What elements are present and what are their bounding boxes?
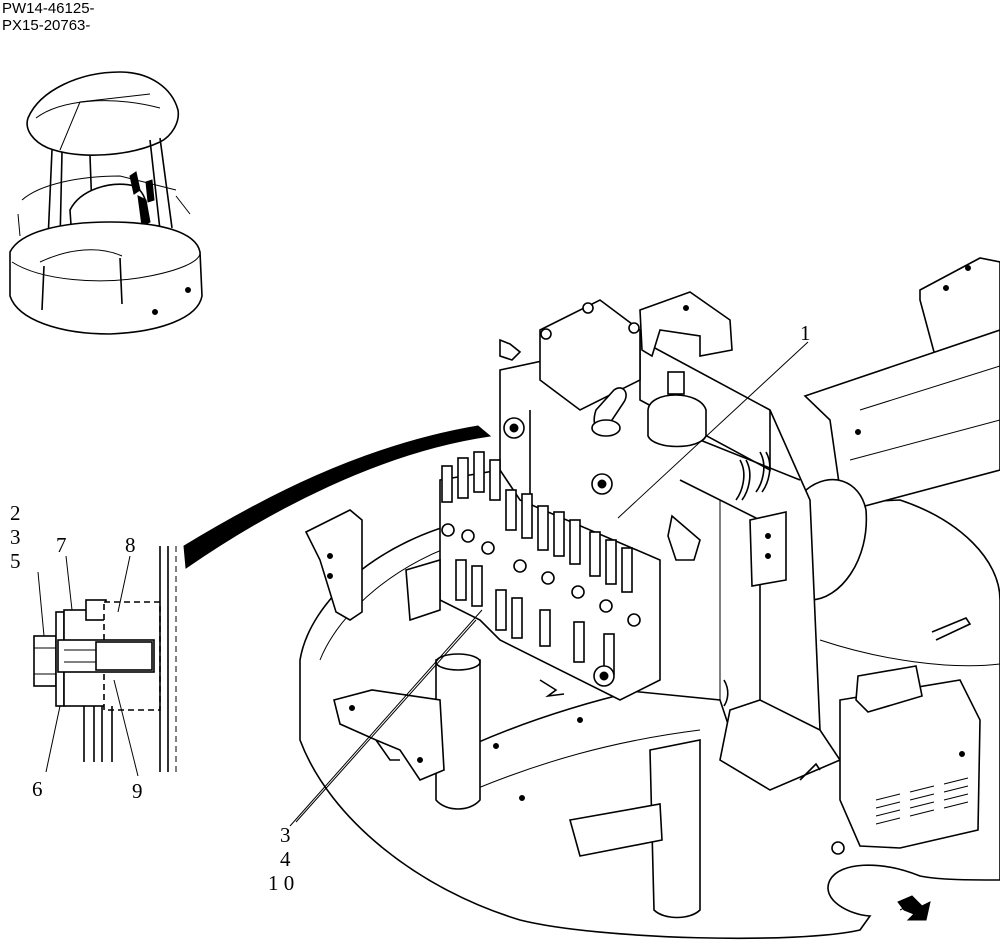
callout-8: 8: [125, 533, 136, 557]
callout-5: 5: [10, 549, 21, 573]
callout-6: 6: [32, 777, 43, 801]
front-direction-arrow-icon: [897, 895, 931, 921]
serial-range-2: PX15-20763-: [2, 17, 91, 34]
serial-range: PW14-46125- PX15-20763-: [2, 0, 95, 34]
callout-3-main: 3: [280, 823, 291, 847]
detail-reference-arrow: [183, 425, 492, 569]
serial-range-1: PW14-46125-: [2, 0, 95, 17]
callout-labels: 1 2 3 5 7 8 6 9 3 4 1 0: [10, 321, 811, 895]
callout-3: 3: [10, 525, 21, 549]
leader-lines: [289, 341, 809, 827]
control-valve-assembly: [299, 257, 1000, 940]
callout-1: 1: [800, 321, 811, 345]
fastener-detail-view: [33, 546, 177, 777]
machine-overview-inset: [9, 71, 203, 335]
vent-slots: [875, 777, 969, 825]
callout-10: 1 0: [268, 871, 294, 895]
callout-9: 9: [132, 779, 143, 803]
callout-4: 4: [280, 847, 291, 871]
callout-2: 2: [10, 501, 21, 525]
callout-7: 7: [56, 533, 67, 557]
